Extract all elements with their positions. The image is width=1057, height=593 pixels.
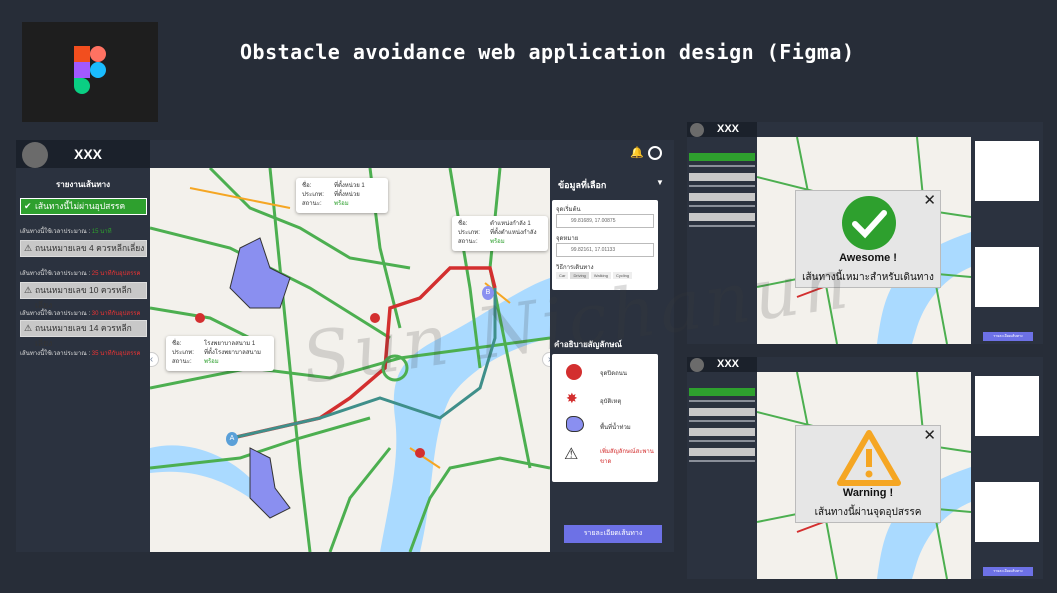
route-option-1[interactable]: ✔เส้นทางนี้ไม่ผ่านอุปสรรค [20, 198, 147, 215]
warning-icon: ⚠ [24, 285, 33, 295]
modal-title: Warning ! [842, 487, 894, 499]
legend-title: คำอธิบายสัญลักษณ์ [554, 340, 622, 349]
mini-panel: รายละเอียดเส้นทาง [971, 137, 1043, 344]
user-icon[interactable] [648, 146, 662, 160]
mini-panel: รายละเอียดเส้นทาง [971, 372, 1043, 579]
mini-top-bar [687, 357, 1043, 372]
route-option-4[interactable]: ⚠ถนนหมายเลข 14 ควรหลีกเลี่ยง [20, 320, 147, 348]
warning-icon: ⚠ [24, 323, 33, 333]
legend-bridge-icon: ⚠ [564, 446, 579, 463]
map-canvas [150, 168, 550, 552]
map-right-arrow[interactable]: › [542, 352, 550, 367]
main-app-mockup: 🔔 XXX รายงานเส้นทาง ✔เส้นทางนี้ไม่ผ่านอุ… [16, 140, 674, 552]
legend-accident-icon: ✸ [566, 390, 578, 406]
mini-route-4[interactable] [689, 448, 755, 456]
route-time-3: เส้นทางนี้ใช้เวลาประมาณ : 30 นาทีกับอุปส… [20, 311, 141, 317]
close-icon[interactable]: ✕ [923, 427, 936, 444]
method-cycling[interactable]: Cycling [612, 272, 633, 279]
mini-route-3[interactable] [689, 193, 755, 201]
warning-icon [837, 430, 901, 486]
route-time-1: เส้นทางนี้ใช้เวลาประมาณ : 15 นาที [20, 229, 112, 235]
info-panel: ข้อมูลที่เลือก ▼ จุดเริ่มต้น 99.81689, 1… [550, 168, 674, 552]
warning-mockup: XXX รายละเอียดเส้นทาง ✕ Warning ! เส้นทา… [687, 357, 1043, 579]
route-option-3[interactable]: ⚠ถนนหมายเลข 10 ควรหลีกเลี่ยง [20, 282, 147, 310]
mini-route-2[interactable] [689, 408, 755, 416]
force-popup: ชื่อ:ตำแหน่งกำลัง 1 ประเภท:ที่ตั้งตำแหน่… [452, 216, 548, 251]
route-time-4: เส้นทางนี้ใช้เวลาประมาณ : 35 นาทีกับอุปส… [20, 351, 141, 357]
avatar[interactable] [22, 142, 48, 168]
mini-detail-button[interactable]: รายละเอียดเส้นทาง [983, 332, 1033, 341]
modal-message: เส้นทางนี้เหมาะสำหรับเดินทาง [802, 272, 934, 283]
mini-route-2[interactable] [689, 173, 755, 181]
pin-b[interactable]: B [482, 286, 494, 300]
route-sidebar: รายงานเส้นทาง ✔เส้นทางนี้ไม่ผ่านอุปสรรค … [16, 168, 150, 552]
modal-title: Awesome ! [839, 252, 897, 264]
app-brand: XXX [16, 140, 150, 168]
avatar[interactable] [690, 123, 704, 137]
mini-route-1[interactable] [689, 388, 755, 396]
legend-flood-icon [566, 416, 584, 432]
warning-modal: ✕ Warning ! เส้นทางนี้ผ่านจุดอุปสรรค [795, 425, 941, 523]
mini-route-4[interactable] [689, 213, 755, 221]
method-driving[interactable]: Driving [570, 272, 589, 279]
mini-detail-button[interactable]: รายละเอียดเส้นทาง [983, 567, 1033, 576]
check-icon [842, 196, 896, 250]
page-title: Obstacle avoidance web application desig… [240, 40, 855, 64]
legend-card: จุดปิดถนน ✸ อุบัติเหตุ พื้นที่น้ำท่วม ⚠ … [552, 354, 658, 482]
map-view[interactable]: ชื่อ:ที่ตั้งหน่วย 1 ประเภท:ที่ตั้งหน่วย … [150, 168, 550, 552]
mini-route-3[interactable] [689, 428, 755, 436]
check-icon: ✔ [24, 201, 32, 211]
method-walking[interactable]: Walking [590, 272, 611, 279]
mini-sidebar [687, 372, 757, 579]
route-option-2[interactable]: ⚠ถนนหมายเลข 4 ควรหลีกเลี่ยง [20, 240, 147, 257]
route-input-card: จุดเริ่มต้น 99.81689, 17.00875 จุดหมาย 9… [552, 200, 658, 290]
unit-popup: ชื่อ:ที่ตั้งหน่วย 1 ประเภท:ที่ตั้งหน่วย … [296, 178, 388, 213]
mini-brand: XXX [687, 122, 757, 137]
sidebar-title: รายงานเส้นทาง [55, 180, 111, 189]
chevron-down-icon[interactable]: ▼ [656, 178, 664, 187]
route-detail-button[interactable]: รายละเอียดเส้นทาง [564, 525, 662, 543]
mini-sidebar [687, 137, 757, 344]
travel-methods: Car Driving Walking Cycling [556, 272, 633, 279]
modal-message: เส้นทางนี้ผ่านจุดอุปสรรค [814, 507, 922, 518]
start-input[interactable]: 99.81689, 17.00875 [556, 214, 654, 228]
mini-top-bar [687, 122, 1043, 137]
success-modal: ✕ Awesome ! เส้นทางนี้เหมาะสำหรับเดินทาง [795, 190, 941, 288]
hospital-popup: ชื่อ:โรงพยาบาลสนาม 1 ประเภท:ที่ตั้งโรงพย… [166, 336, 274, 371]
bell-icon[interactable]: 🔔 [630, 147, 644, 159]
legend-closure-icon [566, 364, 582, 380]
app-name: XXX [74, 146, 103, 162]
warning-icon: ⚠ [24, 243, 33, 253]
mini-brand: XXX [687, 357, 757, 372]
destination-input[interactable]: 99.82161, 17.01133 [556, 243, 654, 257]
close-icon[interactable]: ✕ [923, 192, 936, 209]
avatar[interactable] [690, 358, 704, 372]
figma-logo [22, 22, 158, 122]
mini-route-1[interactable] [689, 153, 755, 161]
method-car[interactable]: Car [556, 272, 569, 279]
pin-a[interactable]: A [226, 432, 238, 446]
success-mockup: XXX รายละเอียดเส้นทาง ✕ Awesome ! เส้นทา… [687, 122, 1043, 344]
route-time-2: เส้นทางนี้ใช้เวลาประมาณ : 25 นาทีกับอุปส… [20, 271, 141, 277]
panel-title: ข้อมูลที่เลือก [558, 180, 607, 190]
